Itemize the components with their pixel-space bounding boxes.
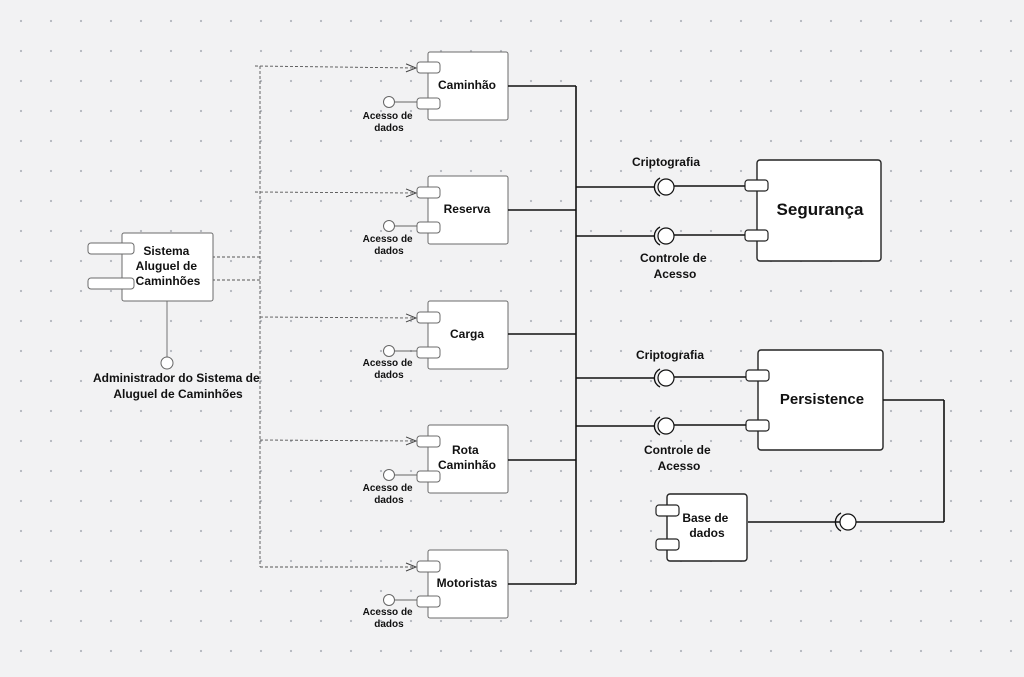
database-label-1: Base de [682,511,728,525]
bus-wiring [508,85,655,585]
port-label-1: Acesso de [363,111,413,122]
interface-label: Criptografia [636,348,704,362]
svg-text:Acesso de dados: Acesso de dados [363,234,416,257]
interface-label-1: Controle de [640,251,707,265]
svg-text:Criptografia: Criptografia [632,155,700,169]
port-label-1: Acesso de [363,358,413,369]
component-label: Reserva [444,202,491,216]
actor-label-2: Aluguel de Caminhões [113,387,243,401]
data-access-lollipop-icon [383,594,395,606]
svg-text:Persistence: Persistence [780,391,864,408]
dependency-arrow-rota [259,440,416,441]
socket-icon [653,177,661,197]
seguranca-interface-controle-acesso: Controle de Acesso [640,226,745,281]
port-label-2: dados [374,123,404,134]
svg-text:Acesso de dados: Acesso de dados [363,111,416,134]
port-label-2: dados [374,246,404,257]
data-access-lollipop-icon [383,469,395,481]
component-base-de-dados[interactable]: Base de dados [655,493,748,562]
persistence-interface-criptografia: Criptografia [636,348,746,388]
actor-interface: Administrador do Sistema de Aluguel de C… [93,301,263,401]
port-label-1: Acesso de [363,483,413,494]
svg-text:Acesso de dados: Acesso de dados [363,483,416,506]
component-persistence[interactable]: Persistence [745,349,884,451]
main-component[interactable]: Sistema Aluguel de Caminhões [87,232,214,302]
main-component-label-2: Aluguel de [136,259,198,273]
port-label-2: dados [374,495,404,506]
seguranca-label: Segurança [777,200,864,219]
persistence-label: Persistence [780,391,864,408]
component-label-2: Caminhão [438,458,496,472]
actor-label-1: Administrador do Sistema de [93,371,260,385]
data-access-lollipop-icon [383,96,395,108]
data-access-lollipop-icon [383,220,395,232]
svg-text:Acesso de dados: Acesso de dados [363,358,416,381]
provided-interface-icon [657,369,675,387]
data-access-lollipop-icon [383,345,395,357]
interface-label-2: Acesso [658,459,701,473]
svg-text:Reserva: Reserva [444,202,491,216]
component-caminhao[interactable]: Caminhão Acesso de dados [363,51,509,134]
provided-interface-icon [839,513,857,531]
interface-label-2: Acesso [654,267,697,281]
socket-icon [653,226,661,246]
socket-icon [653,368,661,388]
component-label: Carga [450,327,484,341]
dependency-arrow-reserva [254,192,416,193]
dependency-arrow-caminhao [254,66,416,68]
port-label-2: dados [374,619,404,630]
svg-text:Criptografia: Criptografia [636,348,704,362]
database-label-2: dados [689,526,725,540]
port-label-1: Acesso de [363,234,413,245]
component-rota-caminhao[interactable]: Rota Caminhão Acesso de dados [363,424,509,506]
actor-lollipop-icon [160,356,174,370]
component-label-1: Rota [452,443,479,457]
svg-text:Controle de Acesso: Controle de Acesso [644,443,714,473]
dependency-arrow-carga [259,317,416,318]
component-seguranca[interactable]: Segurança [744,159,882,262]
svg-text:Segurança: Segurança [777,200,864,219]
persistence-database-link [748,399,945,532]
interface-label-1: Controle de [644,443,711,457]
port-label-1: Acesso de [363,607,413,618]
provided-interface-icon [657,178,675,196]
main-component-label-3: Caminhões [136,274,201,288]
socket-icon [653,416,661,436]
dependency-lines [212,66,416,567]
svg-text:Administrador do Sistema de: Administrador do Sistema de Aluguel de C… [93,371,263,401]
svg-text:Controle de Acesso: Controle de Acesso [640,251,710,281]
svg-text:Caminhão: Caminhão [438,78,496,92]
seguranca-interface-criptografia: Criptografia [632,155,745,197]
port-label-2: dados [374,370,404,381]
svg-text:Carga: Carga [450,327,484,341]
persistence-interface-controle-acesso: Controle de Acesso [644,416,746,473]
component-motoristas[interactable]: Motoristas Acesso de dados [363,549,509,630]
interface-label: Criptografia [632,155,700,169]
component-label: Motoristas [437,576,498,590]
main-component-label-1: Sistema [143,244,189,258]
component-reserva[interactable]: Reserva Acesso de dados [363,175,509,257]
svg-text:Base de dados: Base de dados [682,511,731,540]
provided-interface-icon [657,227,675,245]
svg-text:Motoristas: Motoristas [437,576,498,590]
component-label: Caminhão [438,78,496,92]
svg-text:Acesso de dados: Acesso de dados [363,607,416,630]
svg-text:Sistema Aluguel de: Sistema Aluguel de Caminhões [136,244,201,288]
svg-text:Rota Caminhão: Rota Caminhão [438,443,496,472]
provided-interface-icon [657,417,675,435]
component-carga[interactable]: Carga Acesso de dados [363,300,509,381]
